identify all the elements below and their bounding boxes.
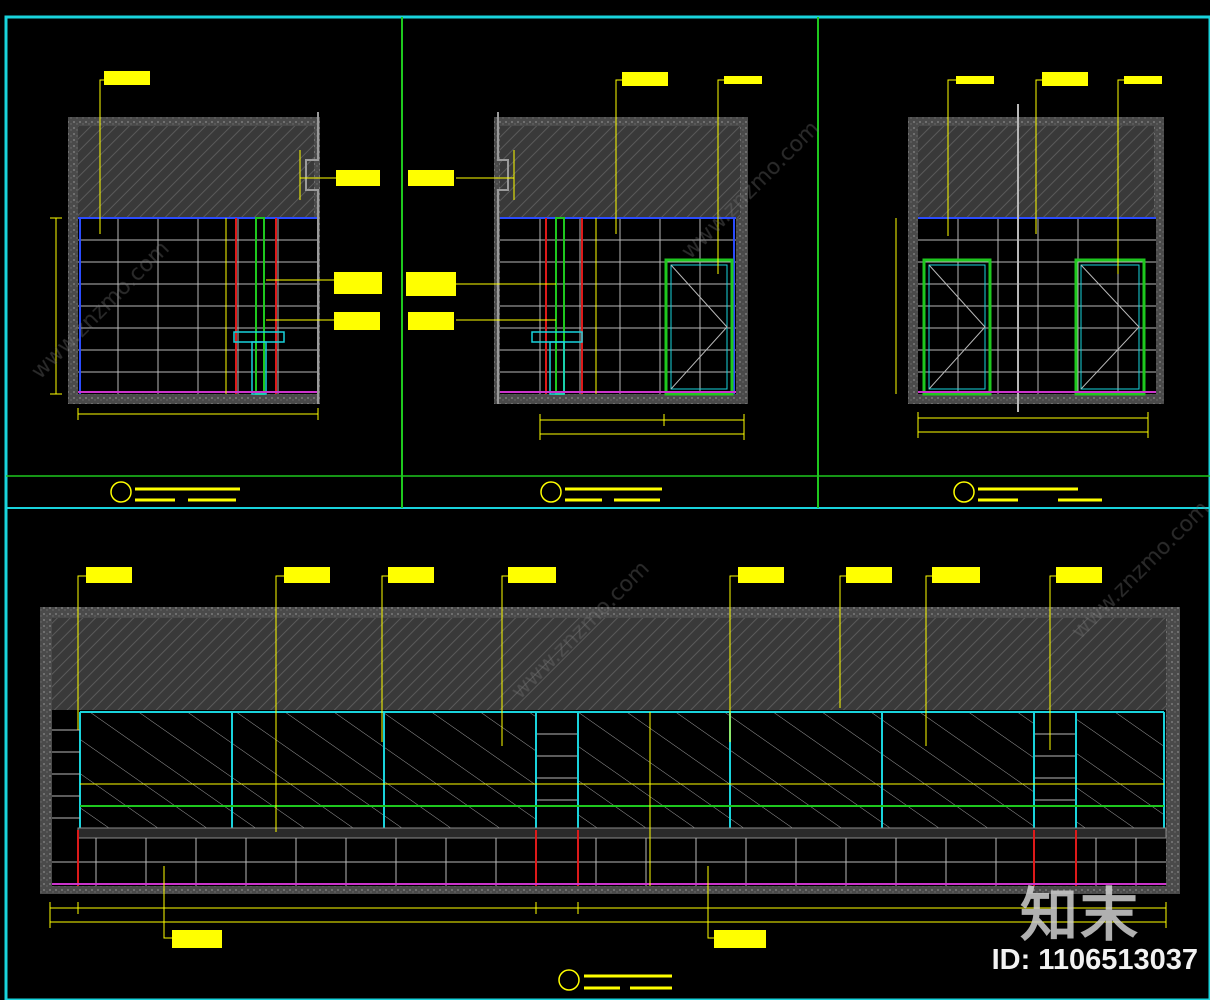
elevation-view-d [40, 567, 1180, 991]
watermark-id: ID: 1106513037 [991, 944, 1198, 976]
drawing-frame [4, 15, 1210, 1000]
elevation-view-c [895, 72, 1164, 503]
elevation-view-a [50, 71, 382, 503]
watermark-logo: 知末 [1019, 881, 1140, 949]
elevation-view-b [406, 72, 762, 503]
